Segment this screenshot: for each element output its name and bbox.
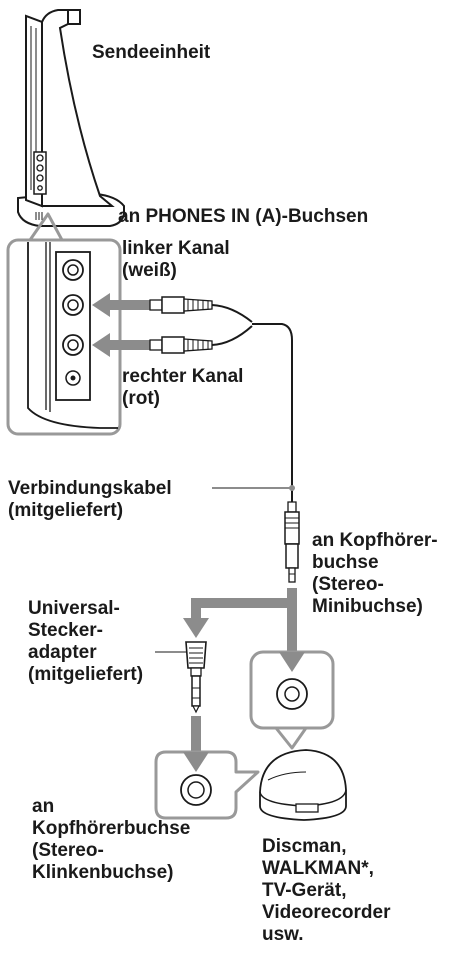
arrow-left-channel [92,293,150,317]
right-channel-label: rechter Kanal (rot) [122,366,244,409]
jack-bottom [65,370,81,386]
devices-label: Discman, WALKMAN*, TV-Gerät, Videorecord… [262,836,391,945]
jack-left-white [62,294,84,316]
cable-label: Verbindungskabel (mitgeliefert) [8,478,172,521]
jack-panel-zoom [6,238,122,436]
mini-jack-callout [249,650,335,750]
jack-right-red [62,334,84,356]
rca-plug-right [149,336,213,354]
connecting-cable [211,304,295,502]
mini-plug [284,501,300,583]
left-channel-label: linker Kanal (weiß) [122,238,230,281]
mini-jack-label: an Kopfhörer- buchse (Stereo- Minibuchse… [312,530,438,617]
universal-adapter [185,641,207,714]
jack-phones-top [62,259,84,281]
transmitter-label: Sendeeinheit [92,42,211,63]
stereo-jack-callout [154,750,260,820]
zoom-callout [28,212,64,241]
arrow-right-channel [92,333,150,357]
phones-in-label: an PHONES IN (A)-Buchsen [118,206,369,227]
rca-plug-left [149,296,213,314]
audio-device [259,749,347,821]
stereo-jack-label: an Kopfhörerbuchse (Stereo- Klinkenbuchs… [32,796,191,883]
adapter-label: Universal- Stecker- adapter (mitgeliefer… [28,598,144,685]
